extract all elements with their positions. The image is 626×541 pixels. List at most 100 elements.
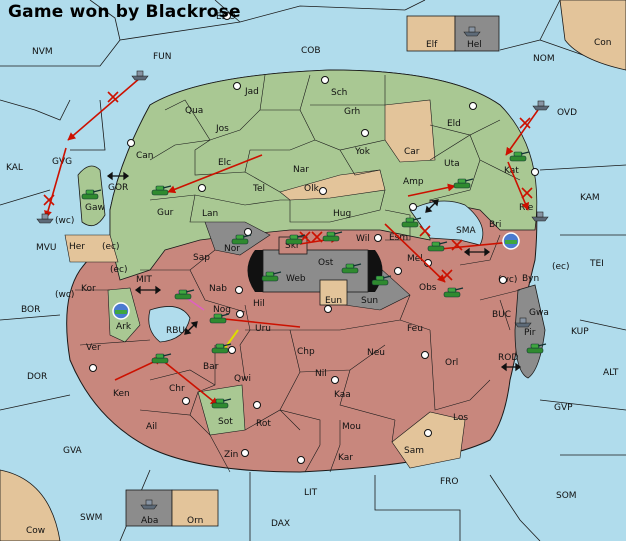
label-sma: SMA (456, 226, 476, 236)
label-skr: Skr (285, 241, 300, 251)
label-ovd: OVD (557, 108, 577, 118)
army-unit-ost (341, 263, 362, 274)
label-dor: DOR (27, 372, 47, 382)
region-her (64, 234, 119, 263)
label-mel: Mel (407, 254, 423, 264)
label-qwi: Qwi (234, 374, 251, 384)
fleet-unit-gwa (514, 317, 532, 328)
arrow-fun-gvg (67, 77, 141, 141)
dislodged-units (112, 232, 520, 320)
label-bor: BOR (21, 305, 40, 315)
label-ark: Ark (116, 322, 132, 332)
label-rod: ROD (498, 353, 518, 363)
supply-centers (89, 12, 539, 464)
label-wil: Wil (356, 234, 370, 244)
army-unit-amp (453, 178, 474, 189)
label-uta: Uta (444, 159, 460, 169)
label-qua: Qua (185, 106, 203, 116)
label-nom: NOM (533, 54, 555, 64)
region-elf (406, 15, 456, 52)
army-unit-mel (427, 241, 448, 252)
dislodged-unit-ark (112, 302, 130, 320)
label-dax: DAX (271, 519, 290, 529)
game-result-banner: Game won by Blackrose (8, 2, 241, 22)
army-unit-pir (526, 343, 547, 354)
land-borders (75, 74, 521, 473)
label-pir: Pir (524, 328, 536, 338)
label-rot: Rot (256, 419, 271, 429)
label-eld: Eld (447, 119, 461, 129)
label-lan: Lan (202, 209, 218, 219)
region-eun (319, 279, 348, 306)
coast-label-byn-ec: (ec) (552, 262, 570, 272)
label-bar: Bar (203, 362, 219, 372)
army-units (81, 151, 547, 409)
label-tei: TEI (589, 259, 604, 269)
army-unit-sun (371, 275, 392, 286)
lake-rbu (148, 306, 191, 343)
coast-label-byn-wc: (wc) (498, 275, 517, 285)
label-sot: Sot (218, 417, 233, 427)
army-unit-gur (151, 185, 172, 196)
label-gaw: Gaw (85, 203, 105, 213)
label-chr: Chr (169, 384, 185, 394)
label-nvm: NVM (32, 47, 53, 57)
label-bri: Bri (489, 220, 501, 230)
label-kaa: Kaa (334, 390, 351, 400)
label-aba: Aba (141, 516, 158, 526)
label-olk: Olk (304, 184, 320, 194)
label-mou: Mou (342, 422, 361, 432)
label-hil: Hil (253, 299, 265, 309)
region-orn (171, 489, 219, 527)
label-gva: GVA (63, 446, 83, 456)
label-kal: KAL (6, 163, 23, 173)
arrow-ovd-kat (505, 109, 539, 156)
army-unit-bar (211, 343, 232, 354)
army-unit-chr (151, 353, 172, 364)
label-chp: Chp (297, 347, 315, 357)
label-ost: Ost (318, 258, 334, 268)
label-mit: MIT (136, 275, 152, 285)
fleet-unit-hel (463, 26, 481, 37)
label-yok: Yok (354, 147, 371, 157)
label-tel: Tel (252, 184, 265, 194)
label-nor: Nor (224, 244, 240, 254)
label-car: Car (404, 147, 420, 157)
label-her: Her (69, 242, 85, 252)
arrow-esm-obs (384, 223, 446, 283)
label-orn: Orn (187, 516, 203, 526)
arrow-kat-rie (507, 161, 529, 211)
army-unit-obs (443, 287, 464, 298)
fleet-unit-ovd (532, 100, 550, 111)
label-kam: KAM (580, 193, 600, 203)
army-unit-gaw (81, 189, 102, 200)
label-los: Los (453, 413, 468, 423)
label-mvu: MVU (36, 243, 57, 253)
label-sap: Sap (193, 253, 210, 263)
label-ail: Ail (146, 422, 157, 432)
army-unit-kat (509, 151, 530, 162)
label-nar: Nar (293, 165, 309, 175)
army-unit-wil (322, 231, 343, 242)
dislodged-unit-bri (502, 232, 520, 250)
label-hel: Hel (467, 40, 482, 50)
fleet-unit-mvu (36, 213, 54, 224)
label-con: Con (594, 38, 612, 48)
label-swm: SWM (80, 513, 102, 523)
label-fun: FUN (153, 52, 172, 62)
arrow-gvg-mvu (44, 147, 67, 219)
label-kor: Kor (81, 284, 96, 294)
arrow-uru-nog (214, 314, 301, 328)
label-cob: COB (301, 46, 321, 56)
canal-connectors (106, 171, 522, 372)
region-car (384, 99, 436, 163)
coast-label-her-ec: (ec) (102, 242, 120, 252)
label-gor: GOR (108, 183, 128, 193)
label-kar: Kar (338, 453, 353, 463)
label-sam: Sam (404, 446, 424, 456)
label-obs: Obs (419, 283, 437, 293)
label-elf: Elf (426, 40, 438, 50)
label-orl: Orl (445, 358, 458, 368)
